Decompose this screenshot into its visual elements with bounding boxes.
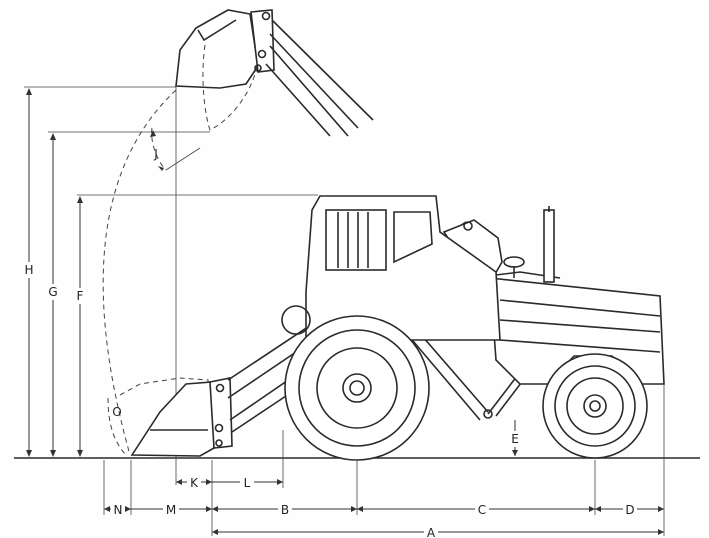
dig-angle-O — [107, 397, 127, 456]
lowered-bucket — [130, 377, 233, 457]
dump-angle-J — [150, 127, 201, 171]
rolled-back-bucket-outline — [119, 377, 213, 441]
label-M: M — [166, 503, 176, 517]
labels: H G F J O E K L N M B C D A — [22, 147, 637, 538]
label-A: A — [427, 526, 436, 538]
label-J: J — [153, 147, 158, 161]
label-C: C — [478, 503, 486, 517]
tractor-body — [487, 206, 665, 385]
label-F: F — [77, 289, 84, 303]
bottom-reference-lines — [103, 384, 665, 536]
label-D: D — [625, 503, 634, 517]
bucket-swing-arc — [102, 89, 177, 456]
dimension-F — [77, 196, 83, 457]
label-H: H — [24, 263, 33, 277]
label-N: N — [114, 503, 123, 517]
cab — [281, 195, 501, 341]
label-B: B — [281, 503, 289, 517]
label-L: L — [244, 476, 251, 490]
front-wheel — [542, 353, 648, 459]
label-G: G — [48, 285, 57, 299]
label-O: O — [112, 405, 121, 419]
raised-bucket — [175, 9, 374, 137]
label-K: K — [190, 476, 199, 490]
rear-wheel — [284, 315, 430, 461]
label-E: E — [511, 432, 519, 446]
